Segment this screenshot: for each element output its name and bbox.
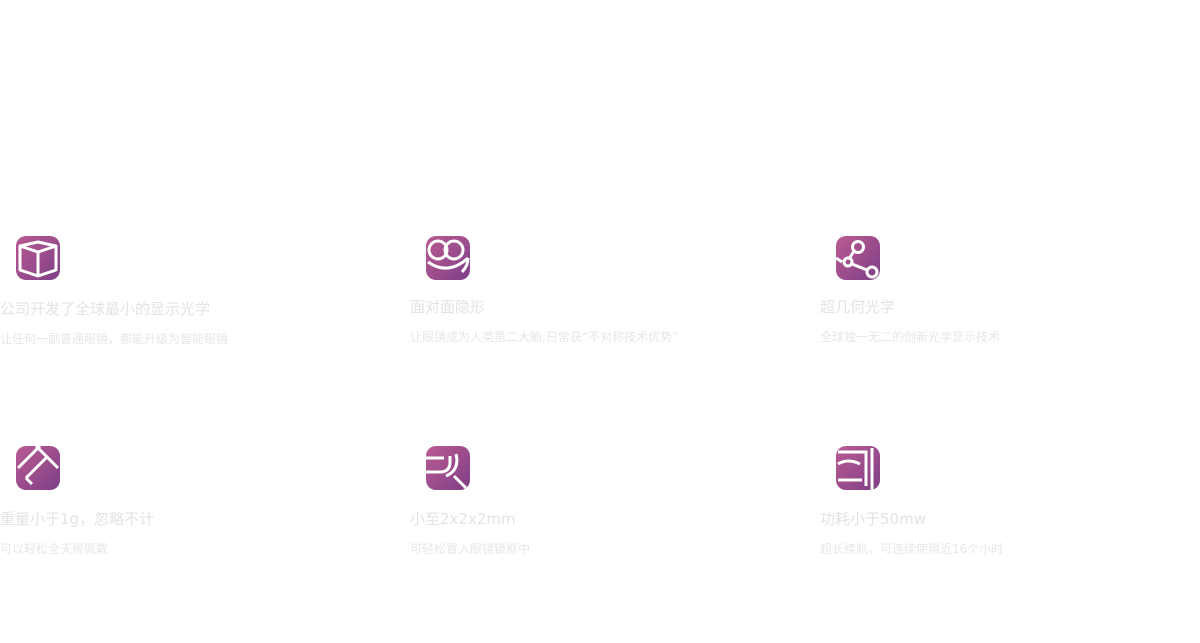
feature-title: 重量小于1g，忽略不计 xyxy=(0,510,155,528)
feature-title: 功耗小于50mw xyxy=(820,510,926,528)
cube-icon xyxy=(16,236,60,280)
feature-title: 超几何光学 xyxy=(820,298,896,316)
feature-title: 公司开发了全球最小的显示光学 xyxy=(0,300,211,318)
eye-lens-icon xyxy=(426,236,470,280)
compact-size-icon xyxy=(426,446,470,490)
feature-description: 可以轻松全天候佩戴 xyxy=(0,542,109,556)
low-power-icon xyxy=(836,446,880,490)
optics-network-icon xyxy=(836,236,880,280)
feature-description: 让眼镜成为人类第二大脑;日常获“不对称技术优势” xyxy=(410,330,679,344)
feature-description: 全球独一无二的创新光学显示技术 xyxy=(820,330,1001,344)
feature-title: 小至2x2x2mm xyxy=(410,510,516,528)
feature-description: 可轻松置入眼镜镜框中 xyxy=(410,542,531,556)
feature-description: 超长续航，可连续使用近16个小时 xyxy=(820,542,1004,556)
feature-title: 面对面隐形 xyxy=(410,298,486,316)
feature-description: 让任何一副普通眼镜，都能升级为智能眼镜 xyxy=(0,332,229,346)
feather-weight-icon xyxy=(16,446,60,490)
